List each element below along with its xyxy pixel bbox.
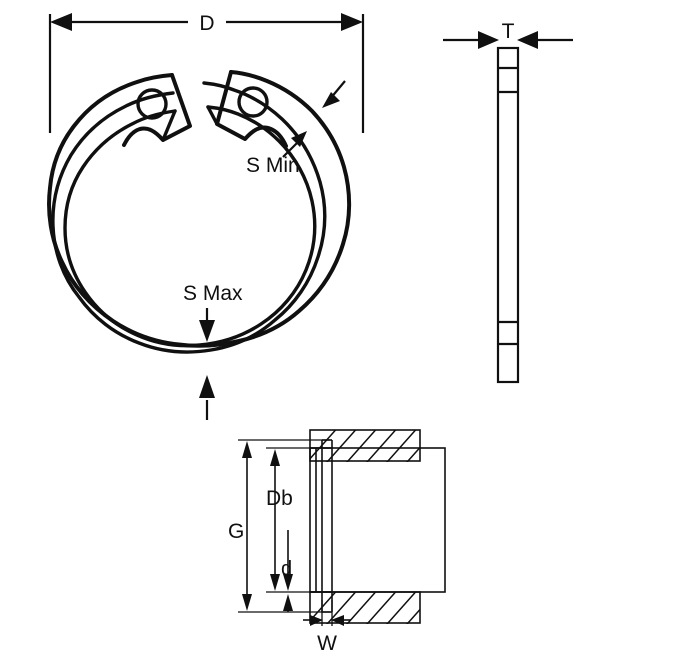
dimension-db-group: Db	[266, 447, 330, 593]
t-arrowhead-right-icon	[517, 31, 538, 49]
ring-right-lug-inner-edge	[206, 105, 219, 126]
housing-bore-cavity	[309, 447, 446, 593]
ring-mid-profile	[51, 81, 327, 354]
t-arrowhead-left-icon	[478, 31, 499, 49]
dimension-label-w: W	[317, 632, 337, 655]
s-max-arrowhead-down-icon	[199, 320, 215, 342]
dimension-d-depth-group: d	[281, 530, 293, 612]
d-depth-arrowhead-up-icon	[283, 594, 293, 611]
ring-edge-arrowhead-icon	[322, 92, 340, 108]
dimension-w-group: W	[303, 600, 351, 655]
d-depth-arrowhead-down-icon	[283, 574, 293, 591]
dimension-s-max-group: S Max	[183, 282, 243, 420]
d-arrowhead-left-icon	[50, 13, 72, 31]
side-view-body-rect	[496, 46, 520, 384]
g-arrowhead-bottom-icon	[242, 594, 252, 611]
s-min-arrowhead-icon	[291, 131, 307, 147]
housing-top-block	[309, 429, 421, 462]
dimension-d-group: D	[48, 12, 365, 133]
dimension-t-group: T	[443, 20, 573, 49]
front-view-retaining-ring	[47, 70, 352, 354]
ring-right-lug-outline	[215, 70, 288, 148]
dimension-label-s-min: S Min	[246, 154, 300, 177]
ring-edge-leader-group	[322, 80, 346, 108]
dimension-label-t: T	[502, 20, 515, 43]
dimension-label-s-max: S Max	[183, 282, 243, 305]
d-arrowhead-right-icon	[341, 13, 363, 31]
dimension-label-db: Db	[266, 487, 293, 510]
ring-left-lug-hole	[136, 88, 168, 120]
ring-left-lug-outline	[122, 73, 192, 147]
s-max-arrowhead-up-icon	[199, 375, 215, 398]
w-arrowhead-right-icon	[331, 615, 344, 626]
db-arrowhead-top-icon	[270, 449, 280, 466]
ring-left-lug-inner-edge	[161, 109, 177, 142]
dimension-s-min-group: S Min	[246, 131, 307, 177]
dimension-g-group: G	[228, 439, 330, 613]
side-view-retaining-ring	[496, 46, 520, 384]
w-arrowhead-left-icon	[310, 615, 323, 626]
housing-bottom-hatching	[310, 592, 420, 624]
dimension-label-d-depth: d	[281, 558, 292, 580]
ring-right-lug-hole	[237, 86, 269, 118]
db-arrowhead-bottom-icon	[270, 574, 280, 591]
dimension-label-g: G	[228, 520, 244, 543]
g-arrowhead-top-icon	[242, 441, 252, 458]
dimension-label-d: D	[199, 12, 214, 35]
ring-inner-profile	[63, 105, 317, 348]
